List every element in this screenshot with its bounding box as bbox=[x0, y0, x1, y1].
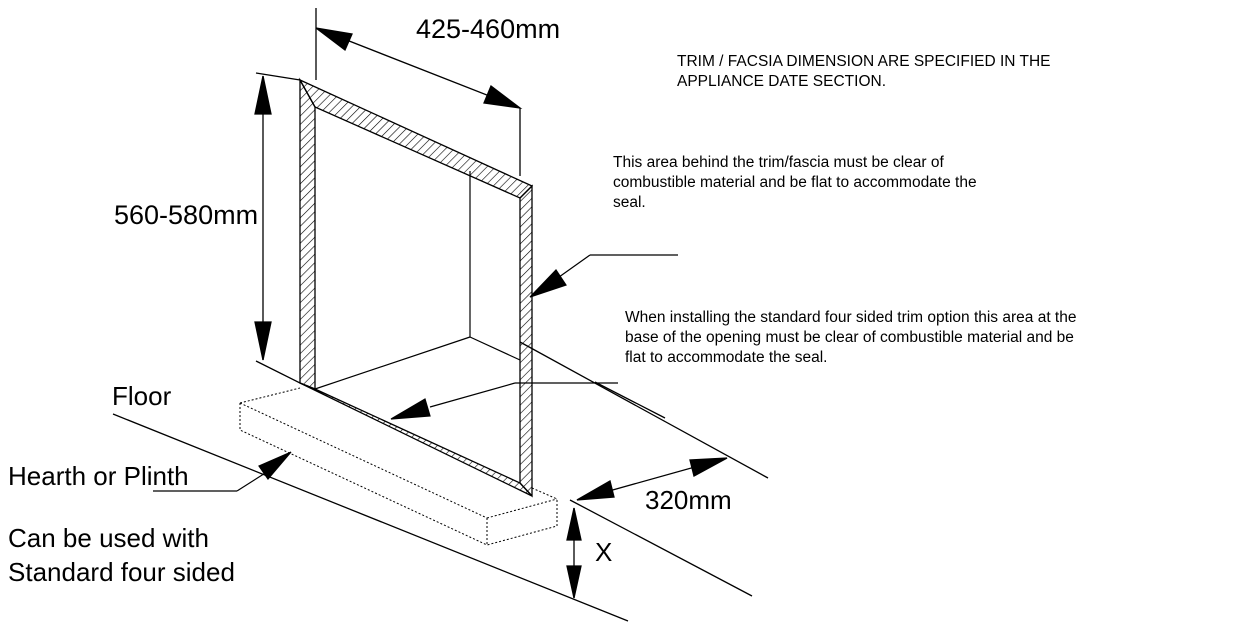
trim-note-line-1: TRIM / FACSIA DIMENSION ARE SPECIFIED IN… bbox=[677, 53, 1051, 70]
height-dimension bbox=[254, 72, 301, 384]
usage-line-2: Standard four sided bbox=[8, 557, 235, 587]
trim-note-line-2: APPLIANCE DATE SECTION. bbox=[677, 73, 887, 90]
depth-dimension bbox=[576, 457, 728, 501]
frame-interior bbox=[314, 171, 521, 390]
floor-label: Floor bbox=[112, 381, 172, 411]
behind-trim-leader bbox=[529, 254, 678, 298]
base-opening-leader bbox=[390, 382, 618, 420]
base-opening-line-2: base of the opening must be clear of com… bbox=[625, 329, 1074, 346]
width-dimension bbox=[315, 8, 523, 176]
usage-note: Can be used with Standard four sided bbox=[8, 521, 235, 589]
hearth-label: Hearth or Plinth bbox=[8, 461, 189, 491]
hearth-leader bbox=[153, 451, 292, 492]
x-dimension bbox=[566, 507, 582, 599]
usage-line-1: Can be used with bbox=[8, 523, 209, 553]
width-label: 425-460mm bbox=[416, 14, 561, 44]
base-opening-line-1: When installing the standard four sided … bbox=[625, 309, 1077, 326]
frame-hatched bbox=[298, 77, 534, 498]
trim-note: TRIM / FACSIA DIMENSION ARE SPECIFIED IN… bbox=[677, 52, 1051, 92]
behind-trim-line-2: combustible material and be flat to acco… bbox=[613, 174, 977, 191]
base-opening-note: When installing the standard four sided … bbox=[625, 308, 1076, 368]
base-opening-line-3: flat to accommodate the seal. bbox=[625, 349, 828, 366]
behind-trim-note: This area behind the trim/fascia must be… bbox=[613, 153, 977, 213]
depth-label: 320mm bbox=[645, 485, 732, 515]
height-label: 560-580mm bbox=[114, 200, 259, 230]
behind-trim-line-1: This area behind the trim/fascia must be… bbox=[613, 154, 944, 171]
hearth-plinth bbox=[239, 387, 558, 546]
behind-trim-line-3: seal. bbox=[613, 194, 646, 211]
floor-lines bbox=[112, 341, 769, 622]
clearance-label: X bbox=[595, 537, 613, 567]
